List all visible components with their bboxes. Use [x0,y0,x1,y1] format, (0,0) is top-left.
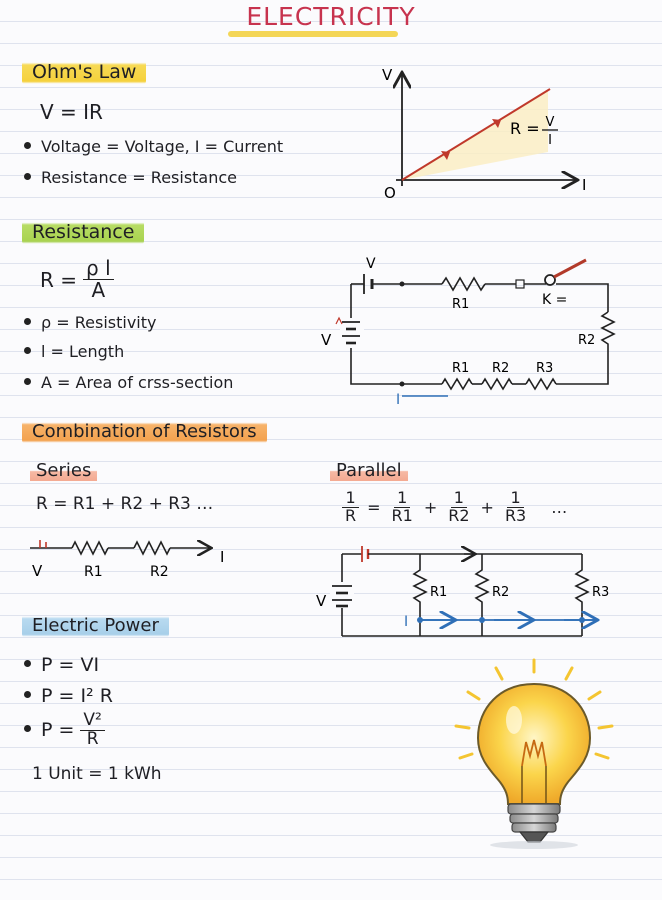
parallel-term-r2-num: 1 [450,489,467,508]
parallel-formula: 1 R = 1 R1 + 1 R2 + 1 R3 … [342,489,568,525]
power-formula-3-fraction: V² R [80,711,105,749]
series-diagram: V R1 R2 I [30,540,224,580]
parallel-r1-label: R1 [430,585,447,600]
parallel-term-r2: 1 R2 [445,489,472,525]
series-r2-label: R2 [150,564,169,580]
power-formula-3-left: P = [41,719,75,742]
power-formula-2: P = I² R [24,685,113,707]
power-formula-3-den: R [86,728,99,749]
graph-y-label: V [382,66,393,84]
parallel-v-label: V [316,592,327,610]
resistance-circuit: V V R1 K = R2 R1 R2 R3 I [321,256,616,408]
ohms-law-heading: Ohm's Law [22,60,147,85]
circuit-r1-top: R1 [452,297,469,312]
parallel-term-r3-num: 1 [507,489,524,508]
circuit-v-left: V [321,331,332,349]
series-resistor-r1 [71,540,109,556]
circuit-key-label: K = [542,292,567,308]
graph-slope-num: V [546,115,555,130]
resistance-formula-left: R = [40,267,78,292]
resistance-bullet-1: ρ = Resistivity [24,313,156,332]
parallel-i-label: I [404,614,408,630]
parallel-resistor-r1 [412,554,428,636]
power-unit: 1 Unit = 1 kWh [32,764,162,784]
parallel-resistor-r2 [474,554,490,636]
parallel-resistor-r3 [574,554,590,636]
series-heading: Series [30,460,98,481]
graph-slope-den: I [548,133,552,148]
series-formula: R = R1 + R2 + R3 … [36,494,214,514]
combination-heading: Combination of Resistors [22,420,267,444]
parallel-ellipsis: … [551,497,568,517]
resistance-bullet-3: A = Area of crss-section [24,373,233,392]
parallel-r3-label: R3 [592,585,609,600]
circuit-resistor-r3-bottom [525,377,557,391]
title-underline [228,31,398,37]
resistance-bullet-2: l = Length [24,342,124,361]
circuit-resistor-r2 [556,311,616,385]
page-title: ELECTRICITY [246,2,416,31]
parallel-heading: Parallel [330,460,408,481]
resistance-fraction-den: A [91,278,106,302]
parallel-diagram: V I R1 R2 R3 [316,546,609,637]
ohms-bullet-1: Voltage = Voltage, I = Current [24,137,283,156]
parallel-term-r-den: R [345,505,357,525]
parallel-op-equals: = [367,497,381,517]
power-formula-3-num: V² [80,711,105,731]
parallel-op-plus-1: + [423,497,438,517]
series-r1-label: R1 [84,564,103,580]
resistance-heading: Resistance [22,220,145,245]
series-i-label: I [220,548,224,566]
circuit-r3-bottom: R3 [536,361,553,376]
power-heading: Electric Power [22,614,169,638]
circuit-r2-bottom: R2 [492,361,509,376]
graph-origin-label: O [384,184,396,202]
circuit-r1-bottom: R1 [452,361,469,376]
graph-x-label: I [582,176,586,194]
parallel-term-r1-den: R1 [391,505,413,525]
light-bulb-icon [454,658,614,849]
circuit-resistor-r2-bottom [481,377,513,391]
ohms-law-formula: V = IR [40,100,103,124]
circuit-v-top: V [366,256,376,272]
parallel-r2-label: R2 [492,585,509,600]
parallel-term-r1-num: 1 [394,489,411,508]
parallel-term-r-num: 1 [342,489,359,508]
parallel-op-plus-2: + [480,497,494,517]
circuit-resistor-r1 [441,276,486,292]
parallel-term-r3: 1 R3 [502,489,529,525]
circuit-key-lever [553,258,587,279]
resistance-fraction-num: ρ l [83,258,114,280]
vi-graph: V I O R = V I [382,66,586,202]
parallel-term-r1: 1 R1 [389,489,416,525]
resistance-formula: R = ρ l A [40,258,114,301]
series-resistor-r2 [133,540,171,556]
ohms-bullet-2: Resistance = Resistance [24,168,237,187]
resistance-fraction: ρ l A [83,258,114,301]
circuit-plug [515,279,525,289]
graph-arrow-2 [492,119,501,128]
parallel-term-r3-den: R3 [504,505,527,525]
circuit-current-label: I [396,392,400,408]
parallel-term-r2-den: R2 [448,505,470,525]
circuit-key [544,274,556,286]
graph-line [401,88,551,181]
graph-slope-left: R = [510,119,540,138]
circuit-r2-side: R2 [578,333,595,348]
circuit-resistor-r1-bottom [441,377,473,391]
parallel-term-r: 1 R [342,489,359,525]
series-v-label: V [32,562,43,580]
graph-arrow-1 [441,151,450,160]
power-formula-1: P = VI [24,654,99,676]
power-formula-3: P = V² R [24,711,105,749]
